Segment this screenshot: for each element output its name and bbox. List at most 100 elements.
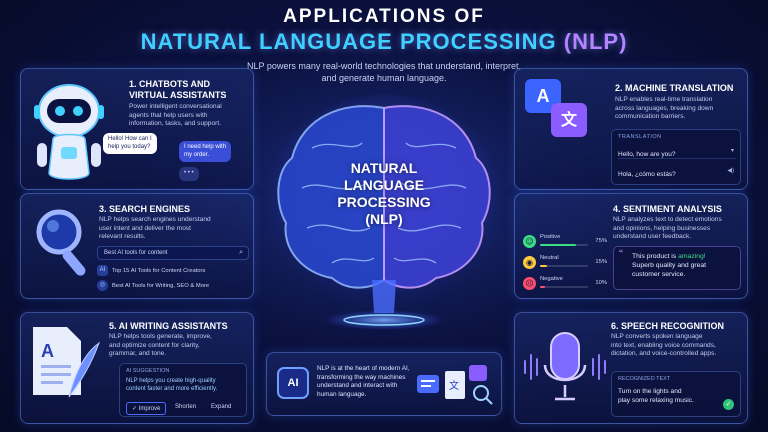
search-result-2-text: Best AI Tools for Writing, SEO & More xyxy=(112,283,210,290)
sentiment-desc-2: and opinions, helping businesses xyxy=(613,224,711,232)
translation-panel-label: TRANSLATION xyxy=(618,134,662,140)
search-description: NLP helps search engines understand user… xyxy=(99,216,211,242)
chevron-down-icon[interactable]: ▾ xyxy=(730,148,734,154)
sentiment-bar-fill xyxy=(540,244,576,246)
microphone-icon xyxy=(524,332,606,401)
writing-description: NLP helps tools generate, improve, and o… xyxy=(109,333,212,359)
center-line-3: PROCESSING xyxy=(337,194,431,210)
ai-suggestion-label: AI SUGGESTION xyxy=(126,368,170,374)
robot-icon xyxy=(34,84,104,180)
speech-description: NLP converts spoken language into text, … xyxy=(611,333,716,359)
translation-panel: TRANSLATION Hello, how are you? ▾ Hola, … xyxy=(611,129,741,185)
search-input[interactable]: Best AI tools for content ⌕ xyxy=(97,246,249,260)
center-line-2: LANGUAGE xyxy=(343,177,425,193)
translate-icon: A 文 xyxy=(525,79,595,145)
ai-suggestion-line-2: content faster and more efficiently. xyxy=(126,386,218,392)
sentiment-bar xyxy=(540,265,588,267)
sentiment-value: 10% xyxy=(595,280,607,286)
search-result-2[interactable]: ◎Best AI Tools for Writing, SEO & More xyxy=(97,280,209,291)
title-line-1: APPLICATIONS OF xyxy=(283,6,485,27)
core-line-2: transforming the way machines xyxy=(317,373,406,381)
speech-desc-1: NLP converts spoken language xyxy=(611,333,703,340)
sentiment-quote: “ This product is amazing! Superb qualit… xyxy=(613,246,741,290)
ai-suggestion-text: NLP helps you create high-quality conten… xyxy=(126,377,217,393)
subtitle-line-2: and generate human language. xyxy=(321,73,447,83)
translate-glyph-b: 文 xyxy=(551,103,587,137)
svg-text:A: A xyxy=(41,341,54,361)
chat-bubble-bot: Hello! How can I help you today? xyxy=(103,133,157,154)
chatbots-desc-2: agents that help users with xyxy=(129,111,208,119)
ai-suggestion-panel: AI SUGGESTION NLP helps you create high-… xyxy=(119,363,247,417)
card-writing: A 5. AI WRITING ASSISTANTS NLP helps too… xyxy=(20,312,254,424)
sentiment-label: Positive xyxy=(540,234,561,240)
ai-chip-icon: AI xyxy=(277,367,309,399)
speech-title: 6. SPEECH RECOGNITION xyxy=(611,321,725,331)
writing-desc-1: NLP helps tools generate, improve, xyxy=(109,333,212,340)
chatbots-description: Power intelligent conversational agents … xyxy=(129,103,222,129)
center-line-4: (NLP) xyxy=(365,211,403,227)
writing-desc-3: grammar, and tone. xyxy=(109,350,167,358)
sentiment-bar-fill xyxy=(540,265,548,267)
search-icon[interactable]: ⌕ xyxy=(239,249,243,256)
sentiment-quote-line-2: Superb quality and great xyxy=(632,262,707,269)
title-line-2: NATURAL LANGUAGE PROCESSING (NLP) xyxy=(0,29,768,55)
card-sentiment: 4. SENTIMENT ANALYSIS NLP analyzes text … xyxy=(514,193,748,299)
translation-target-field[interactable]: Hola, ¿cómo estás? ◀) xyxy=(618,163,736,179)
shorten-button[interactable]: Shorten xyxy=(175,404,197,410)
ai-chip-label: AI xyxy=(287,377,299,389)
chatbots-title-2: VIRTUAL ASSISTANTS xyxy=(129,90,227,100)
sentiment-row: ☺ Positive 75% xyxy=(523,234,607,252)
document-pen-icon: A xyxy=(33,327,101,398)
recognized-text-line-2: play some relaxing music. xyxy=(618,397,694,404)
writing-title: 5. AI WRITING ASSISTANTS xyxy=(109,321,228,331)
subtitle-line-1: NLP powers many real-world technologies … xyxy=(247,61,521,71)
title-main: NATURAL LANGUAGE PROCESSING xyxy=(140,29,564,54)
card-translation: A 文 2. MACHINE TRANSLATION NLP enables r… xyxy=(514,68,748,190)
subtitle: NLP powers many real-world technologies … xyxy=(0,60,768,84)
core-line-4: human language. xyxy=(317,390,367,398)
chatbots-title-1: 1. CHATBOTS AND xyxy=(129,79,210,89)
recognized-text-line-1: Turn on the lights and xyxy=(618,388,682,395)
chatbots-desc-3: information, tasks, and support. xyxy=(129,120,221,128)
translation-description: NLP enables real-time translation across… xyxy=(615,96,713,122)
center-line-1: NATURAL xyxy=(350,160,418,176)
sentiment-desc-1: NLP analyzes text to detect emotions xyxy=(613,216,722,223)
expand-button[interactable]: Expand xyxy=(211,404,232,410)
frown-face-icon: ☹ xyxy=(523,277,536,290)
sentiment-bar-fill xyxy=(540,286,545,288)
sentiment-row: ◉ Neutral 15% xyxy=(523,255,607,273)
smile-face-icon: ☺ xyxy=(523,235,536,248)
translation-desc-2: across languages, breaking down xyxy=(615,104,714,112)
core-line-1: NLP is at the heart of modern AI, xyxy=(317,365,410,372)
header: APPLICATIONS OF NATURAL LANGUAGE PROCESS… xyxy=(0,6,768,84)
sentiment-bar xyxy=(540,244,588,246)
sentiment-value: 15% xyxy=(595,259,607,265)
card-chatbots: 1. CHATBOTS AND VIRTUAL ASSISTANTS Power… xyxy=(20,68,254,190)
translation-source-field[interactable]: Hello, how are you? ▾ xyxy=(618,143,736,159)
chat-bubble-user-line-1: I need help with xyxy=(184,144,227,150)
chat-bubble-bot-line-2: help you today? xyxy=(108,143,151,150)
search-desc-1: NLP helps search engines understand xyxy=(99,216,211,223)
card-core-ai: AI NLP is at the heart of modern AI, tra… xyxy=(266,352,502,416)
core-description: NLP is at the heart of modern AI, transf… xyxy=(317,365,410,399)
sentiment-quote-highlight: amazing! xyxy=(678,253,706,260)
core-line-3: understand and interact with xyxy=(317,382,398,390)
recognized-text: Turn on the lights and play some relaxin… xyxy=(618,387,694,405)
ai-icon: AI xyxy=(97,265,108,276)
neutral-face-icon: ◉ xyxy=(523,256,536,269)
quote-icon: “ xyxy=(619,247,623,261)
sentiment-quote-line-3: customer service. xyxy=(632,271,686,278)
sentiment-label: Neutral xyxy=(540,255,559,261)
recognized-text-label: RECOGNIZED TEXT xyxy=(618,376,671,382)
sentiment-quote-prefix: This product is xyxy=(632,253,679,260)
chatbots-desc-1: Power intelligent conversational xyxy=(129,103,222,110)
improve-button[interactable]: ✓ Improve xyxy=(126,402,167,415)
sentiment-value: 75% xyxy=(595,238,607,244)
card-speech: 6. SPEECH RECOGNITION NLP converts spoke… xyxy=(514,312,748,424)
speaker-icon[interactable]: ◀) xyxy=(727,168,734,174)
chat-bubble-user: I need help with my order. xyxy=(179,141,232,162)
search-query-text: Best AI tools for content xyxy=(104,250,168,256)
ai-suggestion-line-1: NLP helps you create high-quality xyxy=(126,378,216,384)
